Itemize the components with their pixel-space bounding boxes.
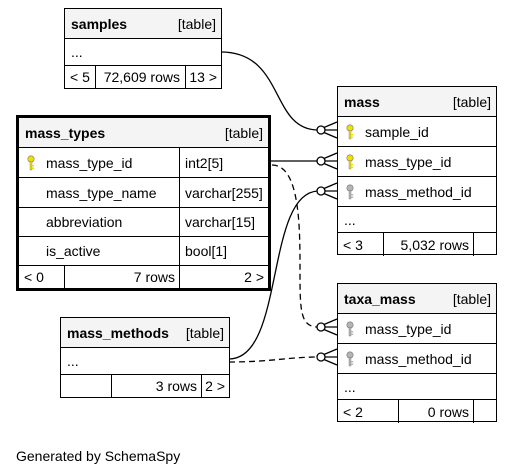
column-name: mass_type_id <box>46 154 133 171</box>
column-name: abbreviation <box>46 214 123 230</box>
column-row[interactable]: mass_type_id <box>338 147 496 177</box>
table-header: taxa_mass [table] <box>338 284 496 314</box>
table-header: mass [table] <box>338 87 496 117</box>
parent-count: < 5 <box>70 69 90 85</box>
table-name: mass_types <box>25 124 106 141</box>
parent-count: < 0 <box>24 269 44 285</box>
table-name: samples <box>71 15 128 32</box>
row-count: 7 rows <box>64 266 179 288</box>
table-kind: [table] <box>452 290 491 307</box>
row-count: 72,609 rows <box>95 66 185 88</box>
foreign-key-icon <box>345 184 355 200</box>
column-row[interactable]: mass_type_name varchar[255] <box>19 178 268 208</box>
column-row[interactable]: mass_type_id <box>338 314 496 344</box>
child-count <box>473 400 496 423</box>
column-type: bool[1] <box>179 237 268 265</box>
parent-count: < 2 <box>343 403 363 420</box>
column-name: mass_type_id <box>365 320 452 337</box>
child-count: 2 > <box>179 266 268 288</box>
table-taxa_mass[interactable]: taxa_mass [table] mass_type_id mass_meth… <box>337 283 497 423</box>
row-count: 3 rows <box>111 375 201 397</box>
table-kind: [table] <box>452 93 491 110</box>
column-name: is_active <box>46 243 101 259</box>
column-row[interactable]: mass_type_id int2[5] <box>19 148 268 178</box>
edge-mass_types-taxa_mass <box>271 164 319 328</box>
table-header: samples [table] <box>65 9 221 39</box>
table-kind: [table] <box>177 15 216 32</box>
edge-mass_methods-mass <box>228 190 319 360</box>
column-row[interactable]: is_active bool[1] <box>19 237 268 266</box>
table-footer: < 2 0 rows <box>338 400 496 423</box>
column-name: mass_type_id <box>365 153 452 170</box>
table-name: taxa_mass <box>344 290 416 307</box>
column-row[interactable]: sample_id <box>338 117 496 147</box>
optional-circle <box>316 125 326 135</box>
column-name: mass_method_id <box>365 350 472 367</box>
child-count <box>473 233 496 256</box>
optional-circle <box>316 186 326 196</box>
row-count: 5,032 rows <box>383 233 473 256</box>
column-row[interactable]: abbreviation varchar[15] <box>19 208 268 237</box>
table-footer: 3 rows 2 > <box>61 375 229 397</box>
table-name: mass_methods <box>67 324 169 341</box>
column-type: int2[5] <box>179 148 268 177</box>
column-row[interactable]: mass_method_id <box>338 177 496 207</box>
parent-count: < 3 <box>343 236 363 253</box>
table-mass_methods[interactable]: mass_methods [table] ... 3 rows 2 > <box>60 317 230 398</box>
column-name: mass_type_name <box>46 184 157 201</box>
table-header: mass_types [table] <box>19 118 268 148</box>
column-name: sample_id <box>365 123 429 140</box>
optional-circle <box>316 322 326 332</box>
column-type: varchar[255] <box>179 178 268 207</box>
column-name: mass_method_id <box>365 183 472 200</box>
column-type: varchar[15] <box>179 208 268 236</box>
child-count: 2 > <box>201 375 229 397</box>
table-mass_types[interactable]: mass_types [table] mass_type_id int2[5] … <box>16 115 271 291</box>
primary-key-icon <box>345 154 355 170</box>
generated-by-label: Generated by SchemaSpy <box>16 448 181 464</box>
primary-key-icon <box>345 124 355 140</box>
column-row[interactable]: mass_method_id <box>338 344 496 374</box>
table-footer: < 3 5,032 rows <box>338 233 496 256</box>
column-ellipsis: ... <box>61 348 229 375</box>
table-header: mass_methods [table] <box>61 318 229 348</box>
table-kind: [table] <box>224 124 263 141</box>
table-samples[interactable]: samples [table] ... < 5 72,609 rows 13 > <box>64 8 222 89</box>
child-count: 13 > <box>185 66 221 88</box>
column-ellipsis: ... <box>65 39 221 66</box>
foreign-key-icon <box>345 351 355 367</box>
foreign-key-icon <box>345 321 355 337</box>
table-kind: [table] <box>185 324 224 341</box>
optional-circle <box>316 352 326 362</box>
table-mass[interactable]: mass [table] sample_id mass_type_id mass… <box>337 86 497 256</box>
edge-samples-mass <box>220 51 319 131</box>
edge-mass_methods-taxa_mass <box>228 356 319 363</box>
primary-key-icon <box>26 155 36 171</box>
optional-circle <box>316 156 326 166</box>
table-name: mass <box>344 93 380 110</box>
column-ellipsis: ... <box>338 207 496 233</box>
row-count: 0 rows <box>398 400 473 423</box>
column-ellipsis: ... <box>338 374 496 400</box>
table-footer: < 5 72,609 rows 13 > <box>65 66 221 88</box>
table-footer: < 0 7 rows 2 > <box>19 266 268 288</box>
